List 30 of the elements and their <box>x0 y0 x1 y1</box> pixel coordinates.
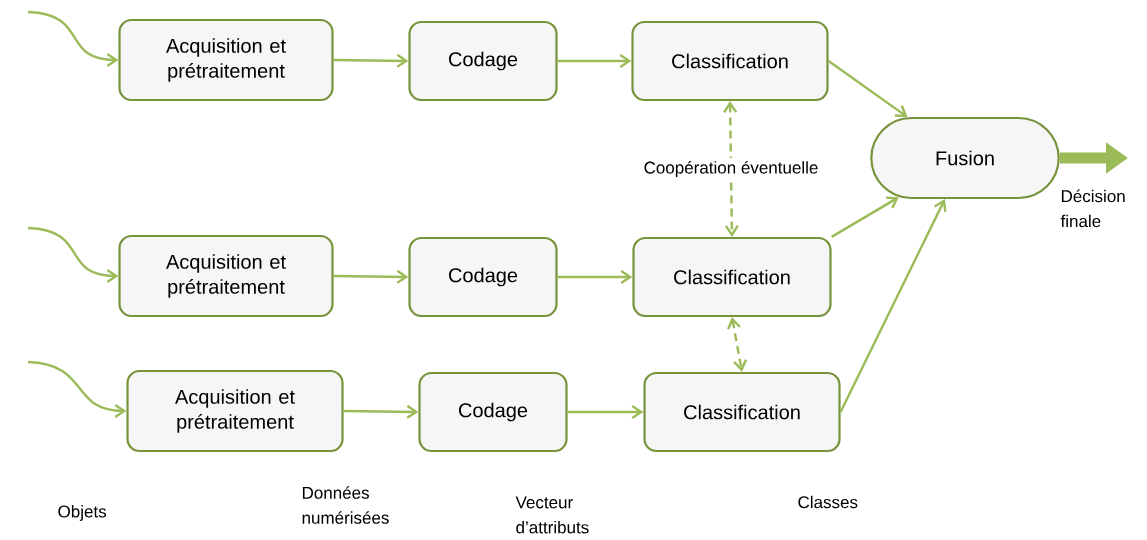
process-box: Classification <box>643 371 841 453</box>
arrow <box>27 226 119 283</box>
process-box: Acquisition et prétraitement <box>118 18 334 102</box>
arrow <box>333 269 409 284</box>
process-box: Acquisition et prétraitement <box>126 369 344 453</box>
edge-label: Décision finale <box>1060 189 1125 228</box>
arrow <box>343 404 419 419</box>
arrow <box>27 360 127 418</box>
column-label: Classes <box>798 495 858 509</box>
column-label: Données numérisées <box>302 486 389 524</box>
arrow <box>333 53 409 68</box>
arrow <box>557 54 632 68</box>
arrow <box>827 60 908 118</box>
process-box: Codage <box>408 236 558 318</box>
arrow <box>567 405 644 419</box>
arrow <box>723 101 739 237</box>
process-box: Codage <box>408 20 558 102</box>
process-box: Acquisition et prétraitement <box>118 234 334 318</box>
arrow <box>831 196 899 238</box>
process-box: Classification <box>631 20 829 102</box>
arrow <box>27 10 119 67</box>
edge-label: Coopération éventuelle <box>640 157 822 180</box>
arrow <box>839 199 947 413</box>
arrow <box>557 270 633 284</box>
column-label: Objets <box>58 505 107 521</box>
fusion-box: Fusion <box>870 116 1060 200</box>
column-label: Vecteur d’attributs <box>515 496 589 534</box>
process-box: Classification <box>632 236 832 318</box>
process-box: Codage <box>418 371 568 453</box>
arrow <box>727 317 747 372</box>
